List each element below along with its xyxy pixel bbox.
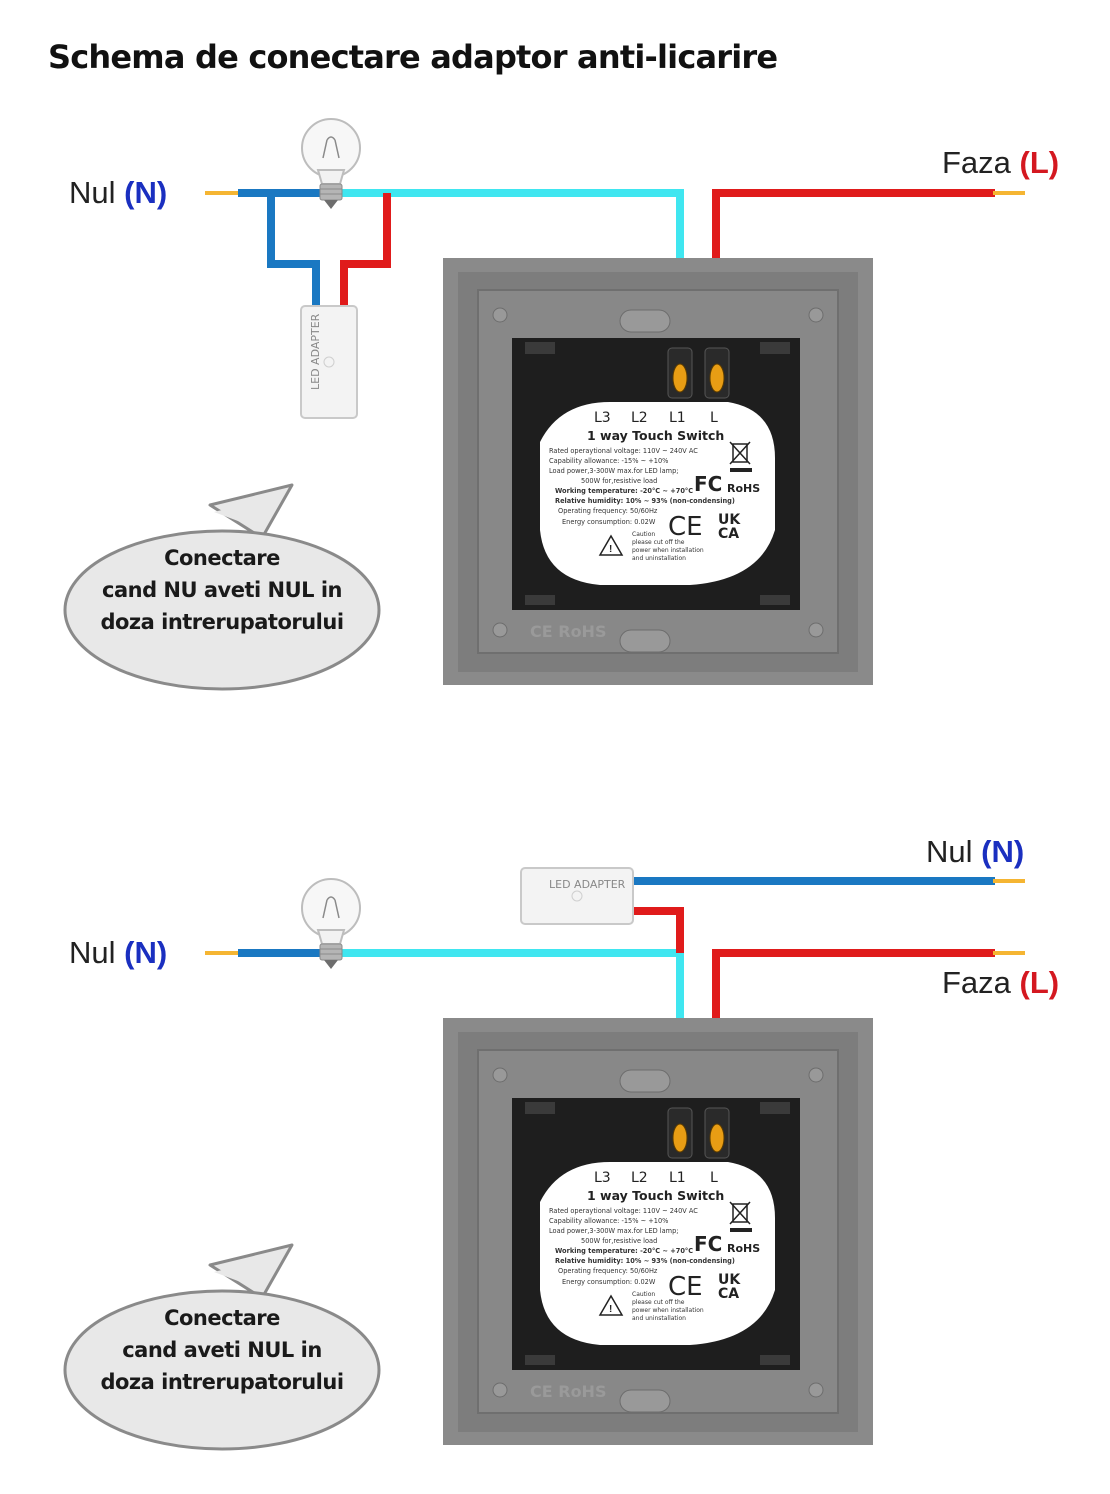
caution-line: Caution (632, 531, 655, 538)
caution-line: and uninstallation (632, 555, 686, 562)
speech-bubble (63, 483, 381, 691)
bubble-line: doza intrerupatorului (100, 1370, 344, 1394)
caution-line: Caution (632, 1291, 655, 1298)
spec-line: 500W for,resistive load (581, 1237, 657, 1245)
switch-sticker: L3 L2 L1 L 1 way Touch Switch Rated oper… (540, 402, 775, 585)
spec-line: Load power,3-300W max.for LED lamp; (549, 467, 679, 475)
spec-line: 500W for,resistive load (581, 477, 657, 485)
weee-bin-icon (729, 441, 752, 472)
bubble-line: cand aveti NUL in (122, 1338, 322, 1362)
ukca-mark-top: UK (718, 512, 741, 528)
led-adapter: LED ADAPTER (520, 867, 634, 925)
warning-icon: ! (598, 534, 624, 556)
wiring-diagram-2-svg: LED ADAPTER CE RoHS L3 (63, 867, 1025, 1451)
warning-icon: ! (598, 1294, 624, 1316)
wiring-diagram-without-neutral: LED ADAPTER CE RoHS (0, 110, 1110, 730)
rohs-mark: RoHS (727, 1242, 760, 1255)
terminal-label-l2: L2 (631, 410, 648, 426)
spec-line: Working temperature: -20°C ~ +70°C (555, 487, 693, 495)
led-adapter-label: LED ADAPTER (549, 878, 626, 891)
phase-label-text: Faza (942, 965, 1011, 1000)
caution-line: please cut off the (632, 539, 685, 546)
spec-line: Rated operaytional voltage: 110V ~ 240V … (549, 1207, 698, 1215)
bubble-text: Conectare cand aveti NUL in doza intreru… (82, 1302, 362, 1398)
page-title: Schema de conectare adaptor anti-licarir… (48, 38, 778, 76)
spec-line: Capability allowance: -15% ~ +10% (549, 1217, 668, 1225)
weee-bin-icon (729, 1201, 752, 1232)
ukca-mark-bottom: CA (718, 1286, 739, 1302)
plate-embossed-marks: CE RoHS (530, 1382, 606, 1401)
rohs-mark: RoHS (727, 482, 760, 495)
neutral-label-right: Nul (N) (926, 836, 1024, 867)
spec-line: Operating frequency: 50/60Hz (558, 1267, 658, 1275)
caution-line: and uninstallation (632, 1315, 686, 1322)
light-bulb-icon (301, 118, 361, 209)
phase-wire-to-adapter (340, 193, 391, 308)
caution-line: power when installation (632, 1307, 704, 1314)
bubble-line: Conectare (164, 546, 280, 570)
svg-text:!: ! (609, 544, 612, 555)
wiring-diagram-with-neutral: LED ADAPTER CE RoHS L3 (0, 810, 1110, 1451)
neutral-label-text: Nul (69, 935, 116, 970)
spec-line: Energy consumption: 0.02W (562, 1278, 656, 1286)
phase-label-text: Faza (942, 145, 1011, 180)
terminal-label-l3: L3 (594, 1170, 611, 1186)
switch-sticker: L3 L2 L1 L 1 way Touch Switch Rated oper… (540, 1162, 775, 1345)
caution-line: power when installation (632, 547, 704, 554)
phase-label: Faza (L) (942, 147, 1059, 178)
neutral-wire-to-adapter (267, 193, 320, 308)
spec-line: Energy consumption: 0.02W (562, 518, 656, 526)
svg-text:!: ! (609, 1304, 612, 1315)
bubble-line: Conectare (164, 1306, 280, 1330)
caution-line: please cut off the (632, 1299, 685, 1306)
phase-wire-to-adapter (632, 907, 684, 953)
spec-line: Capability allowance: -15% ~ +10% (549, 457, 668, 465)
bubble-line: doza intrerupatorului (100, 610, 344, 634)
terminal-label-l3: L3 (594, 410, 611, 426)
phase-label: Faza (L) (942, 967, 1059, 998)
product-name: 1 way Touch Switch (587, 428, 724, 443)
spec-line: Operating frequency: 50/60Hz (558, 507, 658, 515)
bubble-text: Conectare cand NU aveti NUL in doza intr… (82, 542, 362, 638)
led-adapter: LED ADAPTER (300, 305, 358, 419)
speech-bubble (63, 1243, 381, 1451)
phase-label-symbol: (L) (1019, 965, 1060, 1000)
neutral-label-right-text: Nul (926, 834, 973, 869)
terminal-label-l: L (710, 1170, 718, 1186)
ce-mark: CE (668, 1272, 703, 1302)
neutral-label: Nul (N) (69, 177, 167, 208)
product-name: 1 way Touch Switch (587, 1188, 724, 1203)
fcc-mark: FC (694, 472, 722, 496)
terminal-label-l2: L2 (631, 1170, 648, 1186)
wiring-diagram-1-svg: LED ADAPTER CE RoHS (63, 118, 1025, 691)
spec-line: Relative humidity: 10% ~ 93% (non-conden… (555, 497, 735, 505)
light-bulb-icon (301, 878, 361, 969)
fcc-mark: FC (694, 1232, 722, 1256)
ukca-mark-bottom: CA (718, 526, 739, 542)
plate-embossed-marks: CE RoHS (530, 622, 606, 641)
neutral-label-text: Nul (69, 175, 116, 210)
neutral-label-right-symbol: (N) (981, 834, 1025, 869)
terminal-label-l: L (710, 410, 718, 426)
terminal-label-l1: L1 (669, 1170, 686, 1186)
spec-line: Load power,3-300W max.for LED lamp; (549, 1227, 679, 1235)
bubble-line: cand NU aveti NUL in (102, 578, 342, 602)
led-adapter-label: LED ADAPTER (309, 313, 322, 390)
spec-line: Working temperature: -20°C ~ +70°C (555, 1247, 693, 1255)
spec-line: Relative humidity: 10% ~ 93% (non-conden… (555, 1257, 735, 1265)
neutral-label-symbol: (N) (124, 175, 168, 210)
spec-line: Rated operaytional voltage: 110V ~ 240V … (549, 447, 698, 455)
ukca-mark-top: UK (718, 1272, 741, 1288)
ce-mark: CE (668, 512, 703, 542)
phase-label-symbol: (L) (1019, 145, 1060, 180)
neutral-label-symbol: (N) (124, 935, 168, 970)
terminal-label-l1: L1 (669, 410, 686, 426)
neutral-label: Nul (N) (69, 937, 167, 968)
